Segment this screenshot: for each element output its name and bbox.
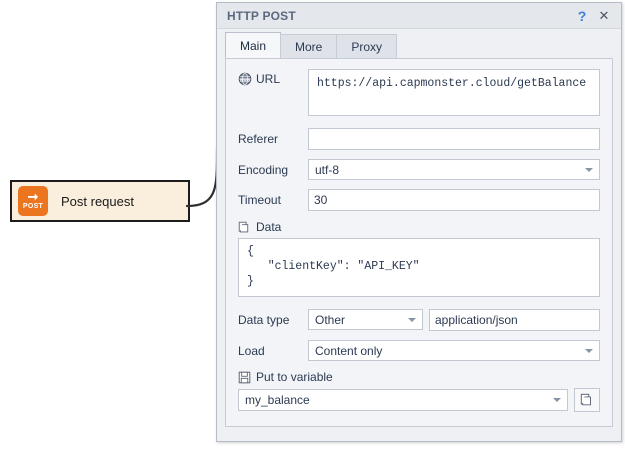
dialog-titlebar[interactable]: HTTP POST ? ✕ <box>217 3 621 29</box>
encoding-label: Encoding <box>238 162 289 177</box>
arrow-right-glyph: ➞ <box>27 189 39 204</box>
data-type-value: Other <box>315 312 346 327</box>
tab-strip: Main More Proxy <box>217 29 621 58</box>
data-row: { "clientKey": "API_KEY" } <box>238 238 600 300</box>
load-select[interactable]: Content only <box>308 340 600 361</box>
load-value: Content only <box>315 343 383 358</box>
content-type-wrap <box>429 309 600 331</box>
load-label: Load <box>238 343 265 358</box>
tab-main[interactable]: Main <box>225 32 282 58</box>
referer-row: Referer <box>238 128 600 150</box>
url-label: URL <box>256 72 281 86</box>
put-to-variable-header: Put to variable <box>238 370 600 384</box>
load-row: Load Content only <box>238 340 600 361</box>
content-type-input[interactable] <box>429 309 600 331</box>
referer-field-wrap <box>308 128 600 150</box>
close-icon[interactable]: ✕ <box>598 7 610 23</box>
post-icon-caption: POST <box>22 203 44 210</box>
encoding-value: utf-8 <box>315 162 340 177</box>
chevron-down-icon <box>408 317 416 322</box>
data-type-row: Data type Other <box>238 309 600 331</box>
copy-icon <box>238 221 251 234</box>
post-arrow-icon: ➞ POST <box>18 186 48 216</box>
referer-label: Referer <box>238 132 279 146</box>
flow-node-label: Post request <box>61 193 134 209</box>
put-to-variable-row: my_balance <box>238 388 600 412</box>
data-field-wrap: { "clientKey": "API_KEY" } <box>238 238 600 300</box>
save-icon <box>238 371 251 384</box>
url-input[interactable]: https://api.capmonster.cloud/getBalance <box>308 69 600 116</box>
main-tab-panel: www URL https://api.capmonster.cloud/get… <box>225 58 613 427</box>
variable-copy-button[interactable] <box>574 388 600 412</box>
encoding-field-wrap: utf-8 <box>308 159 600 180</box>
encoding-row: Encoding utf-8 <box>238 159 600 180</box>
timeout-input[interactable] <box>308 189 600 211</box>
timeout-field-wrap <box>308 189 600 211</box>
variable-select[interactable]: my_balance <box>238 389 568 411</box>
flow-node-post-request[interactable]: ➞ POST Post request <box>10 180 190 222</box>
variable-value: my_balance <box>245 393 310 407</box>
data-type-controls: Other <box>308 309 600 331</box>
data-type-label: Data type <box>238 313 290 327</box>
referer-input[interactable] <box>308 128 600 150</box>
copy-icon <box>580 393 594 407</box>
url-label-group: www URL <box>238 69 308 86</box>
url-row: www URL https://api.capmonster.cloud/get… <box>238 69 600 119</box>
globe-www-icon: www <box>238 72 252 86</box>
put-to-variable-label: Put to variable <box>256 370 333 384</box>
data-label: Data <box>256 220 282 234</box>
chevron-down-icon <box>585 348 593 353</box>
svg-text:www: www <box>239 77 251 82</box>
data-type-select[interactable]: Other <box>308 309 423 330</box>
tab-more[interactable]: More <box>280 34 338 58</box>
chevron-down-icon <box>585 167 593 172</box>
timeout-row: Timeout <box>238 189 600 211</box>
tab-proxy[interactable]: Proxy <box>336 34 398 58</box>
url-field-wrap: https://api.capmonster.cloud/getBalance <box>308 69 600 119</box>
help-icon[interactable]: ? <box>577 7 587 24</box>
dialog-title: HTTP POST <box>227 8 296 23</box>
http-post-dialog: HTTP POST ? ✕ Main More Proxy <box>216 2 622 442</box>
dialog-footer <box>217 427 621 441</box>
timeout-label: Timeout <box>238 193 281 207</box>
load-field-wrap: Content only <box>308 340 600 361</box>
encoding-select[interactable]: utf-8 <box>308 159 600 180</box>
data-section-header: Data <box>238 220 600 234</box>
data-input[interactable]: { "clientKey": "API_KEY" } <box>238 238 600 297</box>
chevron-down-icon <box>553 398 561 402</box>
